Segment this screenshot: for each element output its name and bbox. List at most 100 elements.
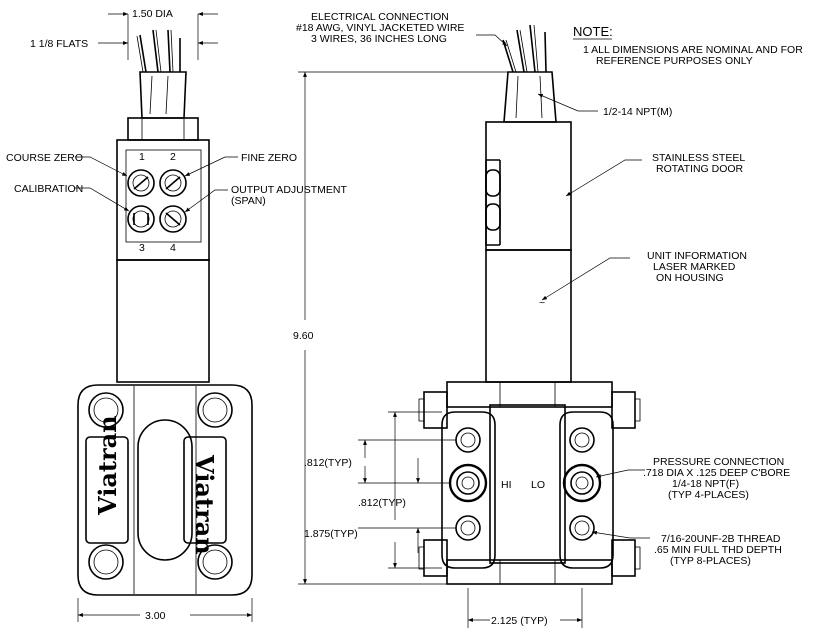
pot-number-1: 1	[139, 151, 145, 163]
side-body-tube	[485, 249, 572, 383]
bolt-head-bl	[418, 539, 448, 577]
dim-height-label: 9.60	[293, 330, 314, 342]
leader-course-zero	[75, 156, 128, 177]
label-unit-2: LASER MARKED	[653, 261, 736, 273]
label-output-span: (SPAN)	[231, 195, 266, 207]
dim-812-a-label: .812(TYP)	[304, 457, 352, 469]
viatran-logo-right: Viatran	[190, 454, 219, 555]
label-door-1: STAINLESS STEEL	[652, 152, 745, 164]
side-fitting-hatch	[515, 75, 543, 119]
conduit-hex	[127, 117, 199, 141]
leader-rotating-door	[565, 159, 642, 197]
label-electrical-2: #18 AWG, VINYL JACKETED WIRE	[296, 22, 464, 34]
label-npt: 1/2-14 NPT(M)	[603, 106, 672, 118]
label-electrical-1: ELECTRICAL CONNECTION	[311, 11, 449, 23]
label-thread-1: 7/16-20UNF-2B THREAD	[661, 533, 781, 545]
label-pressure-1: PRESSURE CONNECTION	[653, 456, 784, 468]
pot-2	[159, 169, 187, 197]
leader-calibration	[75, 187, 130, 212]
label-electrical-3: 3 WIRES, 36 INCHES LONG	[311, 33, 447, 45]
hi-pressure-port	[448, 463, 488, 503]
label-pressure-4: (TYP 4-PLACES)	[668, 489, 749, 501]
note-title: NOTE:	[573, 24, 613, 39]
side-flange-top	[446, 381, 613, 408]
process-flange	[77, 384, 253, 596]
body-tube	[116, 259, 210, 383]
cable-wires	[136, 29, 181, 73]
leader-npt	[537, 93, 598, 112]
dim-width-2125-label: 2.125 (TYP)	[491, 615, 548, 627]
flange-bolt-tr	[197, 392, 233, 428]
flange-bolt-tl	[88, 392, 124, 428]
dim-dia	[108, 12, 218, 60]
pot-1	[127, 169, 155, 197]
label-calibration: CALIBRATION	[14, 183, 83, 195]
viatran-logo-left: Viatran	[93, 415, 122, 516]
leader-fine-zero	[184, 156, 238, 177]
cable-fitting-hatch	[149, 75, 169, 115]
side-pot-housing	[485, 121, 572, 251]
side-cable-wires	[502, 24, 547, 73]
label-output-adjustment: OUTPUT ADJUSTMENT	[231, 184, 347, 196]
hi-thread-bottom	[455, 515, 481, 541]
door-screw-bottom	[485, 203, 501, 231]
lo-thread-top	[569, 427, 595, 453]
dim-dia-label: 1.50 DIA	[132, 8, 173, 20]
center-slot	[137, 419, 193, 561]
note-line-1: 1 ALL DIMENSIONS ARE NOMINAL AND FOR	[583, 44, 803, 56]
side-cable-fitting	[503, 71, 557, 123]
label-thread-3: (TYP 8-PLACES)	[670, 555, 751, 567]
label-pressure-2: .718 DIA X .125 DEEP C'BORE	[643, 467, 790, 479]
cable-fitting	[139, 71, 187, 119]
label-fine-zero: FINE ZERO	[241, 152, 297, 164]
flange-recess-lines	[133, 386, 197, 594]
front-view: 1 2 3 4 Viatran Viatran	[6, 8, 347, 622]
leader-output-adjustment	[184, 189, 228, 213]
lo-port-boss	[559, 411, 614, 569]
pot-number-4: 4	[170, 242, 176, 254]
logo-plate-right	[183, 436, 227, 544]
dim-width-2125	[467, 588, 583, 628]
dim-width-300	[77, 598, 253, 622]
leader-unit-info	[541, 257, 630, 301]
label-door-2: ROTATING DOOR	[656, 163, 744, 175]
pot-recess	[125, 149, 202, 243]
side-flange-lines	[499, 382, 556, 584]
note-line-2: REFERENCE PURPOSES ONLY	[596, 55, 753, 67]
hex-flats	[141, 118, 185, 140]
door-screw-top	[485, 169, 501, 197]
dim-812-a	[358, 439, 456, 529]
lo-pressure-port	[562, 463, 602, 503]
pot-3	[127, 205, 155, 233]
side-view: ~	[293, 11, 790, 628]
hi-thread-top	[455, 427, 481, 453]
logo-plate-left	[85, 436, 129, 544]
dim-width-label: 3.00	[145, 610, 166, 622]
pot-4	[159, 205, 187, 233]
label-unit-1: UNIT INFORMATION	[647, 250, 747, 262]
lo-thread-bottom	[569, 515, 595, 541]
dim-height	[298, 71, 508, 585]
dim-812-b-label: .812(TYP)	[358, 497, 406, 509]
bolt-head-br	[611, 539, 641, 577]
dim-flats-label: 1 1/8 FLATS	[30, 38, 88, 50]
flange-bolt-bl	[88, 544, 124, 580]
flange-bolt-br	[197, 544, 233, 580]
note-block: NOTE: 1 ALL DIMENSIONS ARE NOMINAL AND F…	[573, 24, 803, 67]
label-thread-2: .65 MIN FULL THD DEPTH	[654, 544, 782, 556]
pot-number-2: 2	[170, 151, 176, 163]
label-pressure-3: 1/4-18 NPT(F)	[672, 478, 739, 490]
bolt-head-tl	[418, 391, 448, 429]
pot-number-3: 3	[139, 242, 145, 254]
label-lo: LO	[531, 479, 545, 491]
dim-1875-label: 1.875(TYP)	[304, 528, 358, 540]
leader-thread	[591, 530, 650, 539]
label-course-zero: COURSE ZERO	[6, 152, 83, 164]
leader-electrical	[476, 34, 508, 47]
bolt-head-tr	[611, 391, 641, 429]
hi-port-boss	[441, 411, 496, 569]
leader-pressure-connection	[595, 469, 645, 478]
label-unit-3: ON HOUSING	[656, 272, 724, 284]
laser-mark-symbol: ~	[539, 297, 545, 309]
